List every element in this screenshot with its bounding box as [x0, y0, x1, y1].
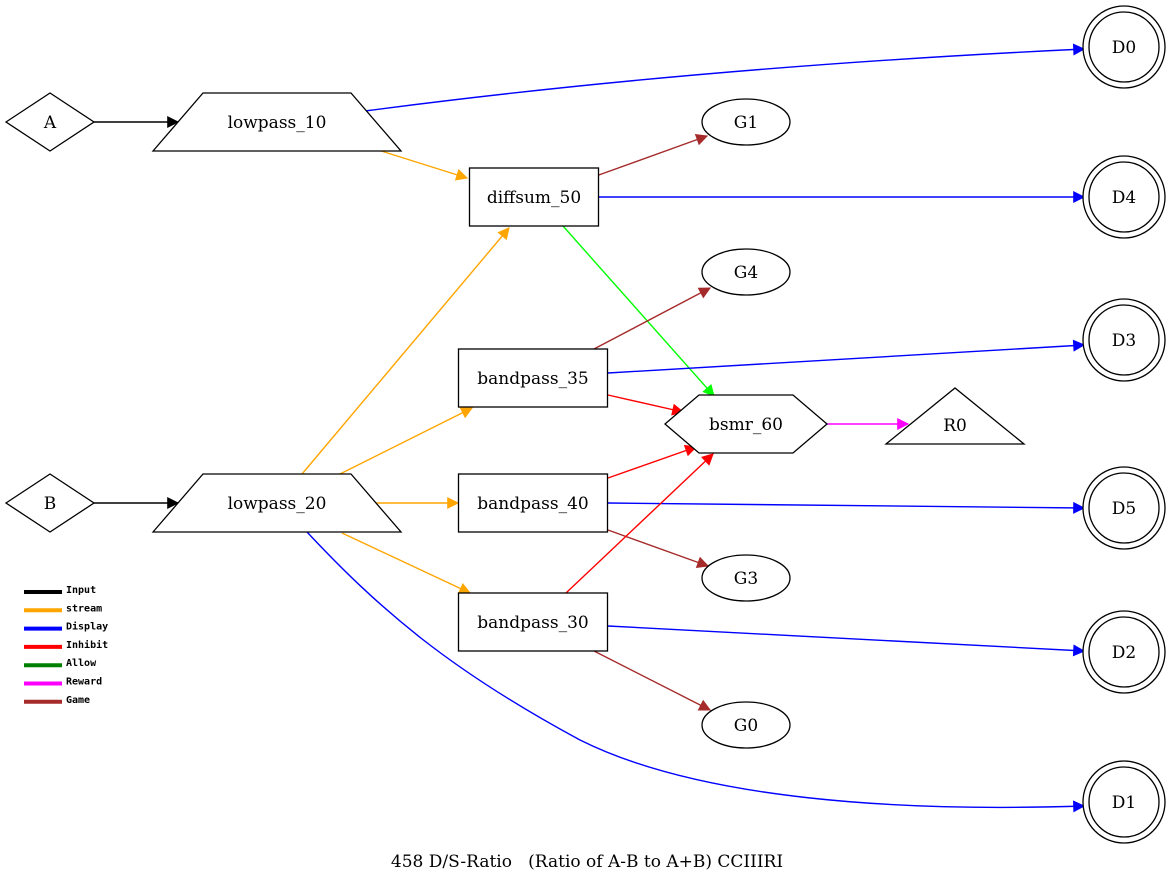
- node-lowpass_10-shape: [151, 92, 403, 152]
- node-lowpass_20-shape: [151, 473, 403, 533]
- legend-item-allow: Allow: [24, 658, 97, 669]
- node-D0[interactable]: D0: [1082, 5, 1166, 89]
- node-G3-shape: [701, 554, 791, 602]
- node-lowpass-10[interactable]: lowpass_10: [151, 92, 403, 152]
- legend-label: Reward: [66, 677, 102, 688]
- diagram-caption: 458 D/S-Ratio (Ratio of A-B to A+B) CCII…: [391, 852, 783, 872]
- node-diffsum_50-shape: [468, 167, 600, 227]
- node-label: G4: [734, 263, 758, 283]
- edge-bandpass_35-to-G4: [593, 287, 712, 350]
- node-label: bsmr_60: [709, 415, 783, 435]
- edge-bandpass_40-to-D5: [607, 501, 1086, 514]
- node-bandpass_35-shape: [457, 348, 609, 408]
- edge-bandpass_35-to-bsmr_60: [607, 394, 685, 416]
- node-D2[interactable]: D2: [1082, 610, 1166, 694]
- node-B-shape: [4, 473, 96, 533]
- node-label: A: [43, 113, 57, 133]
- node-D4[interactable]: D4: [1082, 155, 1166, 239]
- node-label: G1: [734, 113, 758, 133]
- edge-lowpass_10-to-D0: [364, 43, 1086, 112]
- node-bsmr-60[interactable]: bsmr_60: [663, 394, 829, 454]
- node-D1[interactable]: D1: [1082, 760, 1166, 844]
- legend-label: Game: [66, 695, 90, 706]
- node-D3[interactable]: D3: [1082, 298, 1166, 382]
- node-bandpass_30-shape: [457, 592, 609, 652]
- node-label: D1: [1112, 793, 1136, 813]
- legend-label: Display: [66, 621, 108, 633]
- node-G3[interactable]: G3: [701, 554, 791, 602]
- edges-layer: [94, 43, 1086, 813]
- node-D5-shape: [1088, 472, 1160, 544]
- node-G0[interactable]: G0: [701, 701, 791, 749]
- node-label: lowpass_20: [228, 494, 327, 514]
- node-label: D5: [1112, 499, 1136, 519]
- legend-item-inhibit: Inhibit: [24, 639, 108, 651]
- node-label: R0: [943, 416, 967, 436]
- node-R0-shape: [884, 387, 1026, 445]
- edge-lowpass_20-to-D1: [306, 531, 1086, 813]
- legend-label: Inhibit: [66, 639, 108, 651]
- node-bsmr_60-shape: [663, 394, 829, 454]
- node-A[interactable]: A: [4, 92, 96, 152]
- node-label: G3: [734, 569, 758, 589]
- node-label: lowpass_10: [228, 113, 327, 133]
- node-G4-shape: [701, 248, 791, 296]
- node-D0-shape: [1088, 11, 1160, 83]
- node-diffsum-50[interactable]: diffsum_50: [468, 167, 600, 227]
- edge-bandpass_40-to-G3: [607, 529, 710, 568]
- node-label: D4: [1112, 188, 1136, 208]
- legend-label: Input: [66, 585, 96, 596]
- node-label: bandpass_35: [477, 369, 588, 389]
- node-R0[interactable]: R0: [884, 387, 1026, 445]
- node-label: diffsum_50: [487, 188, 581, 208]
- node-G4[interactable]: G4: [701, 248, 791, 296]
- edge-lowpass_10-to-diffsum_50: [377, 149, 469, 181]
- node-D2-shape: [1088, 616, 1160, 688]
- edge-bandpass_30-to-bsmr_60: [565, 453, 714, 594]
- node-label: bandpass_40: [477, 494, 588, 514]
- edge-bandpass_30-to-G0: [593, 650, 712, 711]
- node-lowpass-20[interactable]: lowpass_20: [151, 473, 403, 533]
- node-label: D0: [1112, 38, 1136, 58]
- node-D4-shape: [1088, 161, 1160, 233]
- edge-diffsum_50-to-G1: [595, 134, 709, 177]
- edge-bandpass_30-to-D2: [607, 625, 1086, 657]
- node-label: G0: [734, 716, 758, 736]
- legend-item-stream: stream: [24, 603, 102, 614]
- legend-label: Allow: [66, 658, 97, 669]
- node-B[interactable]: B: [4, 473, 96, 533]
- node-G1[interactable]: G1: [701, 98, 791, 146]
- node-G0-shape: [701, 701, 791, 749]
- node-G1-shape: [701, 98, 791, 146]
- node-label: D2: [1112, 643, 1136, 663]
- edge-lowpass_20-to-bandpass_30: [341, 532, 472, 594]
- node-A-shape: [4, 92, 96, 152]
- legend-item-reward: Reward: [24, 677, 102, 688]
- legend-item-display: Display: [24, 621, 108, 633]
- edge-lowpass_20-to-diffsum_50: [301, 227, 510, 475]
- edge-bandpass_40-to-bsmr_60: [607, 444, 698, 479]
- node-bandpass-35[interactable]: bandpass_35: [457, 348, 609, 408]
- node-D5[interactable]: D5: [1082, 466, 1166, 550]
- legend-label: stream: [66, 603, 102, 614]
- node-bandpass-30[interactable]: bandpass_30: [457, 592, 609, 652]
- node-bandpass-40[interactable]: bandpass_40: [457, 473, 609, 533]
- legend-item-input: Input: [24, 585, 96, 596]
- node-bandpass_40-shape: [457, 473, 609, 533]
- edge-bandpass_35-to-D3: [607, 339, 1086, 374]
- legend-item-game: Game: [24, 695, 90, 706]
- node-label: B: [44, 494, 57, 514]
- node-label: bandpass_30: [477, 613, 588, 633]
- node-D1-shape: [1088, 766, 1160, 838]
- node-D3-shape: [1088, 304, 1160, 376]
- edge-lowpass_20-to-bandpass_35: [339, 407, 474, 475]
- node-label: D3: [1112, 331, 1136, 351]
